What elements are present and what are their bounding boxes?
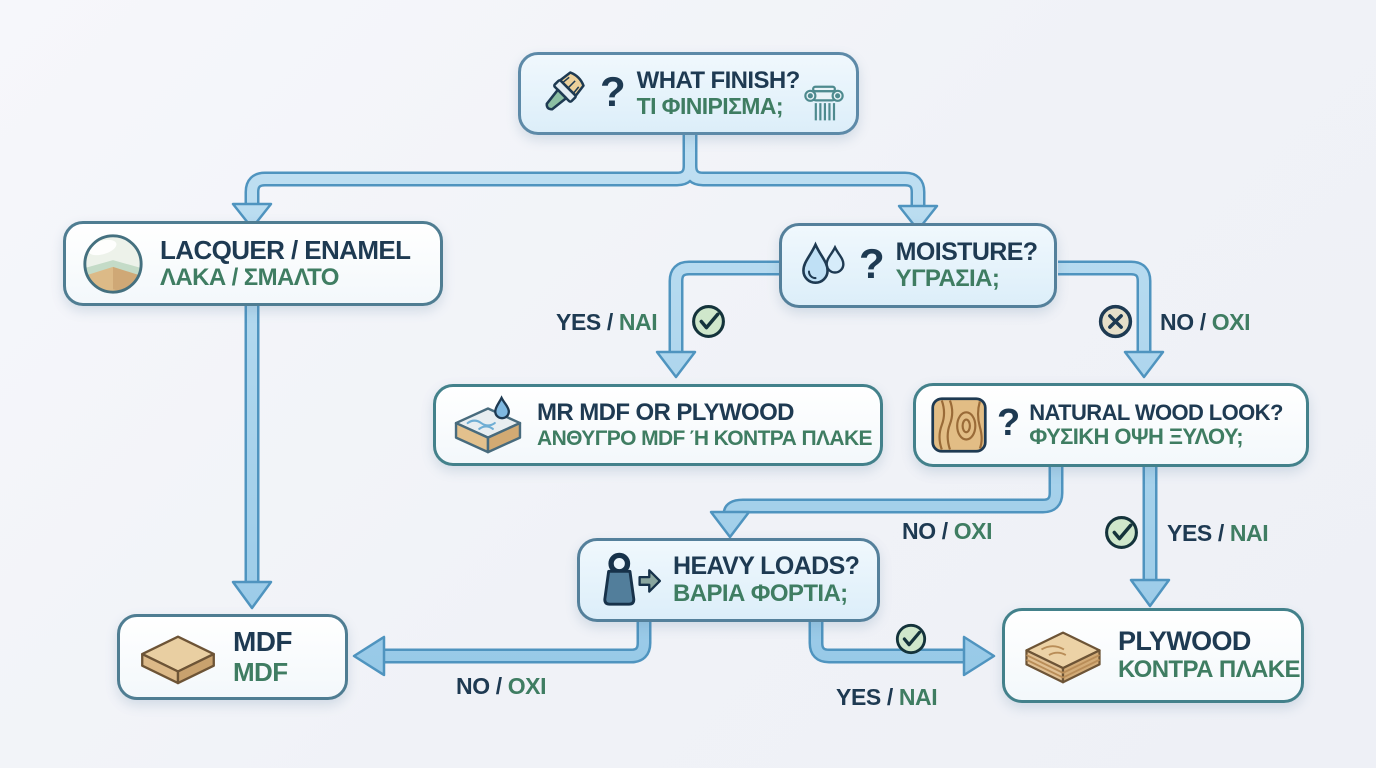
node-lacquer-enamel: LACQUER / ENAMEL ΛΑΚΑ / ΣΜΑΛΤΟ — [63, 221, 443, 306]
gloss-sample-icon — [80, 231, 146, 297]
node-subtitle: ΑΝΘΥΓΡΟ MDF Ή ΚΟΝΤΡΑ ΠΛΑΚΕ — [537, 426, 873, 450]
node-title: PLYWOOD — [1118, 626, 1251, 657]
edge-label-heavy-no: NO / ΟΧΙ — [456, 673, 547, 699]
node-subtitle: ΚΟΝΤΡΑ ΠΛΑΚΕ — [1118, 656, 1301, 684]
node-title: MDF — [233, 626, 292, 658]
node-title: HEAVY LOADS? — [673, 552, 860, 581]
node-subtitle: ΒΑΡΙΑ ΦΟΡΤΙΑ; — [673, 579, 848, 607]
arrowheads — [231, 202, 1171, 677]
edge-label-natural-yes: YES / ΝΑΙ — [1167, 520, 1269, 546]
water-drops-icon — [796, 240, 848, 292]
node-subtitle: ΥΓΡΑΣΙΑ; — [895, 265, 1000, 293]
plywood-board-icon — [1019, 624, 1107, 688]
check-circle-icon — [1103, 514, 1140, 551]
edge-label-moisture-yes: YES / ΝΑΙ — [556, 309, 658, 335]
question-mark: ? — [600, 67, 626, 115]
question-mark: ? — [997, 402, 1021, 444]
node-subtitle: ΤΙ ΦΙΝΙΡΙΣΜΑ; — [636, 93, 784, 120]
node-subtitle: ΦΥΣΙΚΗ ΟΨΗ ΞΥΛΟΥ; — [1029, 424, 1244, 449]
node-heavy-loads: HEAVY LOADS? ΒΑΡΙΑ ΦΟΡΤΙΑ; — [577, 538, 880, 622]
node-title: MOISTURE? — [895, 237, 1038, 266]
wood-grain-icon — [930, 396, 988, 454]
paintbrush-icon — [535, 67, 589, 121]
node-subtitle: ΛΑΚΑ / ΣΜΑΛΤΟ — [160, 263, 339, 291]
node-title: LACQUER / ENAMEL — [160, 235, 411, 265]
question-mark: ? — [859, 239, 885, 287]
connector-bodies — [247, 134, 1155, 661]
node-title: WHAT FINISH? — [636, 66, 801, 94]
edge-label-heavy-yes: YES / ΝΑΙ — [836, 684, 938, 710]
node-moisture: ? MOISTURE? ΥΓΡΑΣΙΑ; — [779, 223, 1057, 308]
node-title: MR MDF OR PLYWOOD — [537, 399, 795, 427]
edge-label-natural-no: NO / ΟΧΙ — [902, 518, 993, 544]
check-circle-icon — [894, 622, 928, 656]
node-natural-wood-look: ? NATURAL WOOD LOOK? ΦΥΣΙΚΗ ΟΨΗ ΞΥΛΟΥ; — [913, 383, 1309, 467]
node-mr-mdf-or-plywood: MR MDF OR PLYWOOD ΑΝΘΥΓΡΟ MDF Ή ΚΟΝΤΡΑ Π… — [433, 384, 883, 466]
node-title: NATURAL WOOD LOOK? — [1029, 399, 1283, 425]
check-circle-icon — [690, 303, 727, 340]
mdf-board-icon — [134, 628, 222, 686]
node-subtitle: MDF — [233, 657, 288, 688]
weight-icon — [594, 551, 662, 609]
node-plywood: PLYWOOD ΚΟΝΤΡΑ ΠΛΑΚΕ — [1002, 608, 1304, 703]
water-resistant-board-icon — [450, 394, 526, 456]
node-mdf: MDF MDF — [117, 614, 348, 700]
greek-column-icon — [802, 84, 846, 124]
node-what-finish: ? WHAT FINISH? ΤΙ ΦΙΝΙΡΙΣΜΑ; — [518, 52, 859, 135]
edge-label-moisture-no: NO / ΟΧΙ — [1160, 309, 1251, 335]
cross-circle-icon — [1097, 303, 1134, 340]
